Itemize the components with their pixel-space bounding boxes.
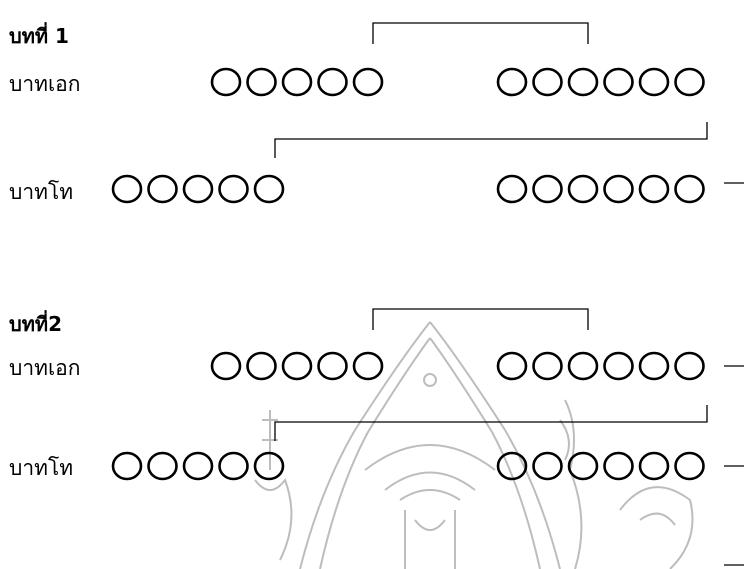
stanza-2-row-2-left-circle <box>113 453 141 479</box>
stanza-1-row-2-left-circle <box>149 176 177 202</box>
stanza-1-row-1-right-circle <box>534 69 562 95</box>
stanza-1-row-1-right-circle <box>640 69 668 95</box>
stanza-1-row-1-right-circle <box>498 69 526 95</box>
stanza-2-row-1-right-circle <box>605 353 633 379</box>
stanza-2-row-2-left-circle <box>149 453 177 479</box>
stanza-1-row-2-right-circle <box>640 176 668 202</box>
stanza-2-row-2-right-circle <box>640 453 668 479</box>
stanza-2-row-1-left-circle <box>248 353 276 379</box>
stanza-1-row-2-right-circle <box>534 176 562 202</box>
stanza-1-row-2-left-circle <box>220 176 248 202</box>
stanza-2-row-2-left-circle <box>255 453 283 479</box>
stanza-2-row-2-right-circle <box>676 453 704 479</box>
stanza-2-row-2-right-circle <box>605 453 633 479</box>
stanza-1-row-2-right-circle <box>498 176 526 202</box>
stanza-1-bracket-link <box>275 122 707 158</box>
stanza-1-row-1-left-circle <box>212 69 240 95</box>
stanza-2-row-2-right-circle <box>569 453 597 479</box>
stanza-1-row-1-right-circle <box>676 69 704 95</box>
stanza-2-row-1-left-circle <box>319 353 347 379</box>
stanza-2-row-1-right-circle <box>534 353 562 379</box>
stanza-2-row-1-right-circle <box>676 353 704 379</box>
stanza-2-row-2-left-circle <box>184 453 212 479</box>
stanza-2-row-1-left-circle <box>212 353 240 379</box>
stanza-2-row-2-right-circle <box>498 453 526 479</box>
stanza-2-bracket-internal <box>373 309 588 330</box>
stanza-1-row-1-left-circle <box>319 69 347 95</box>
stanza-1-row-1-left-circle <box>248 69 276 95</box>
stanza-1-row-1-right-circle <box>569 69 597 95</box>
stanza-2-row-1-right-circle <box>569 353 597 379</box>
stanza-1-row-2-right-circle <box>569 176 597 202</box>
stanza-1-bracket-internal <box>373 23 588 44</box>
stanza-1-row-2-left-circle <box>113 176 141 202</box>
stanza-1-row-1-left-circle <box>354 69 382 95</box>
stanza-2-row-1-left-circle <box>283 353 311 379</box>
stanza-1-row-2-left-circle <box>255 176 283 202</box>
stanza-2-row-1-right-circle <box>640 353 668 379</box>
stanza-1-row-1-left-circle <box>283 69 311 95</box>
stanza-2-bracket-link <box>275 405 707 441</box>
stanza-1-row-2-right-circle <box>605 176 633 202</box>
stanza-2-row-2-right-circle <box>534 453 562 479</box>
stanza-2-row-2-left-circle <box>220 453 248 479</box>
stanza-1-row-1-right-circle <box>605 69 633 95</box>
stanza-1-row-2-left-circle <box>184 176 212 202</box>
stanza-1-row-2-right-circle <box>676 176 704 202</box>
stanza-2-row-1-left-circle <box>354 353 382 379</box>
stanza-2-row-1-right-circle <box>498 353 526 379</box>
